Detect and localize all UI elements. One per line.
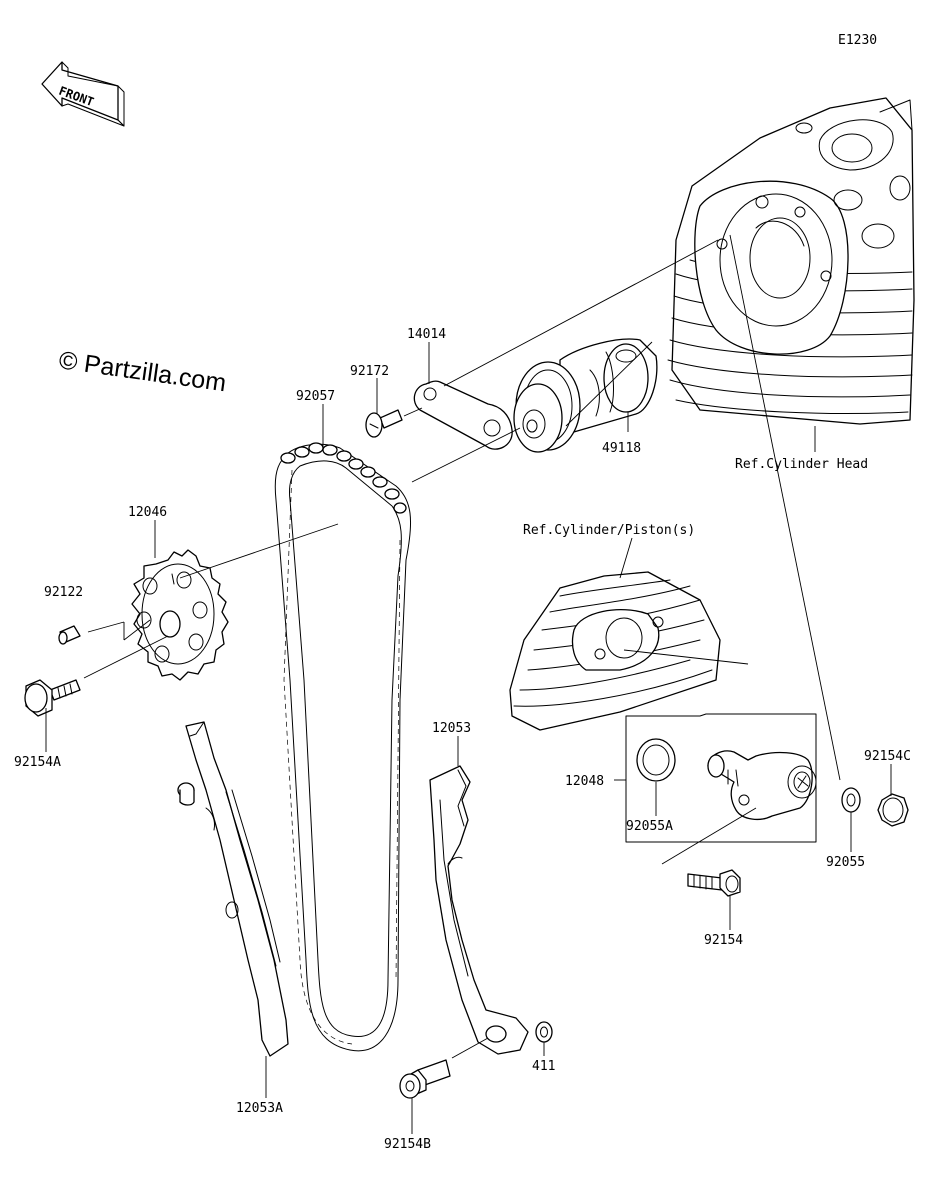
watermark: © Partzilla.com [57,346,228,397]
cylinder-head [667,97,915,425]
ref-cylinder-piston-label: Ref.Cylinder/Piston(s) [523,523,695,538]
bolt-92154B [399,1059,451,1099]
part-label-12046: 12046 [128,505,167,520]
front-arrow-icon: FRONT [41,61,125,127]
diagram-code: E1230 [838,33,877,48]
washer-92055 [841,787,861,813]
part-label-92154B: 92154B [384,1137,431,1152]
chain-guide-12053 [429,765,529,1055]
part-label-92122: 92122 [44,585,83,600]
ref-cylinder-head-label: Ref.Cylinder Head [735,457,868,472]
tensioner-assembly-box [625,713,817,843]
part-label-92154: 92154 [704,933,743,948]
part-label-92057: 92057 [296,389,335,404]
part-label-12048: 12048 [565,774,604,789]
dowel-pin-92122 [58,625,81,645]
part-label-92055A: 92055A [626,819,673,834]
part-label-14014: 14014 [407,327,446,342]
cam-plate [413,380,513,450]
bolt-92154 [687,869,741,897]
cam-sprocket [131,549,229,681]
part-label-92055: 92055 [826,855,865,870]
chain-guide-12053A [177,721,289,1057]
part-label-92172: 92172 [350,364,389,379]
screw-92172 [365,409,403,438]
cap-bolt-92154C [877,793,909,827]
part-labels: Ref.Cylinder Head Ref.Cylinder/Piston(s)… [14,327,911,1152]
bolt-92154A [24,679,81,717]
oring-92055A [636,738,676,782]
camshaft [513,338,658,453]
part-label-92154C: 92154C [864,749,911,764]
washer-411 [535,1021,553,1043]
part-label-49118: 49118 [602,441,641,456]
part-label-12053: 12053 [432,721,471,736]
leader-lines [45,234,892,1134]
chain-tensioner [707,750,817,821]
part-label-12053A: 12053A [236,1101,283,1116]
cylinder [509,571,721,731]
part-label-92154A: 92154A [14,755,61,770]
cam-chain [274,442,412,1052]
part-label-411: 411 [532,1059,555,1074]
